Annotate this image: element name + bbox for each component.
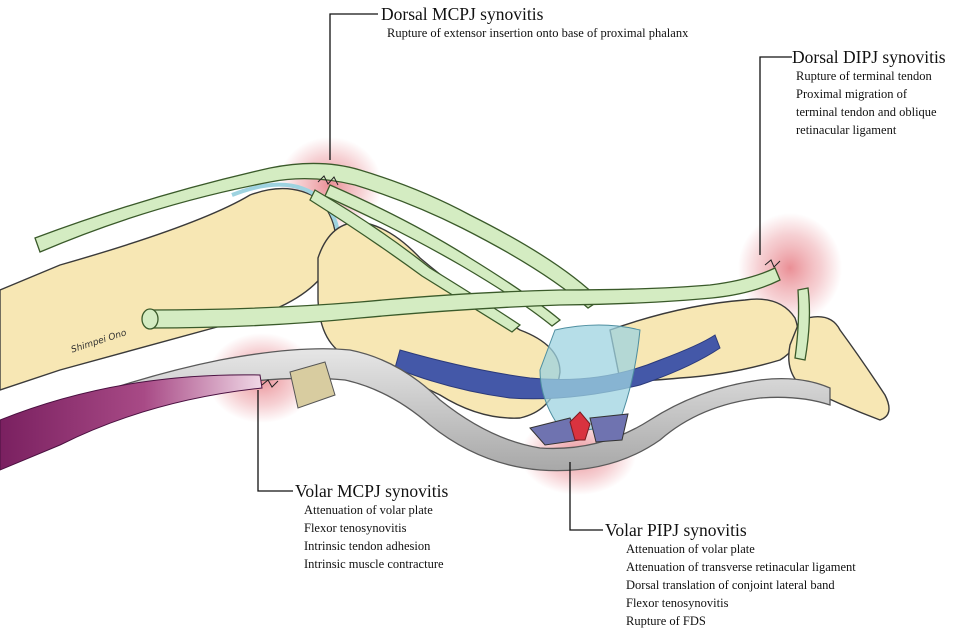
volar-mcpj-line: Flexor tenosynovitis	[304, 519, 448, 537]
dorsal-dipj-title: Dorsal DIPJ synovitis	[792, 47, 946, 67]
volar-mcpj-label: Volar MCPJ synovitis Attenuation of vola…	[295, 481, 448, 573]
volar-mcpj-line: Intrinsic tendon adhesion	[304, 537, 448, 555]
dorsal-dipj-label: Dorsal DIPJ synovitis Rupture of termina…	[792, 47, 946, 139]
volar-pipj-line: Attenuation of transverse retinacular li…	[626, 558, 856, 576]
volar-pipj-line: Flexor tenosynovitis	[626, 594, 856, 612]
volar-mcpj-title: Volar MCPJ synovitis	[295, 481, 448, 501]
volar-mcpj-line: Attenuation of volar plate	[304, 501, 448, 519]
dorsal-mcpj-title: Dorsal MCPJ synovitis	[381, 4, 688, 24]
volar-pipj-line: Dorsal translation of conjoint lateral b…	[626, 576, 856, 594]
dorsal-dipj-leader	[760, 57, 792, 255]
volar-mcpj-leader	[258, 390, 293, 491]
volar-pipj-leader	[570, 462, 603, 530]
volar-pipj-label: Volar PIPJ synovitis Attenuation of vola…	[605, 520, 856, 630]
dorsal-mcpj-label: Dorsal MCPJ synovitis Rupture of extenso…	[381, 4, 688, 42]
dorsal-mcpj-leader	[330, 14, 378, 160]
dorsal-dipj-line: retinacular ligament	[796, 121, 946, 139]
dorsal-dipj-line: Rupture of terminal tendon	[796, 67, 946, 85]
volar-pipj-line: Attenuation of volar plate	[626, 540, 856, 558]
volar-pipj-title: Volar PIPJ synovitis	[605, 520, 856, 540]
dorsal-mcpj-line: Rupture of extensor insertion onto base …	[387, 24, 688, 42]
dorsal-dipj-line: Proximal migration of	[796, 85, 946, 103]
volar-pipj-line: Rupture of FDS	[626, 612, 856, 630]
volar-mcpj-line: Intrinsic muscle contracture	[304, 555, 448, 573]
dorsal-dipj-line: terminal tendon and oblique	[796, 103, 946, 121]
